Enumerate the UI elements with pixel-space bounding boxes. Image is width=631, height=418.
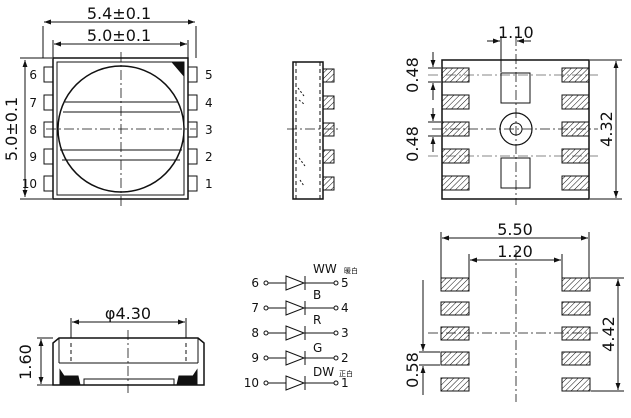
circuit-right-pin-1: 1 [341, 376, 349, 390]
circuit-left-pin-10: 10 [244, 376, 259, 390]
diode-channel-g [263, 350, 339, 366]
diode-channel-ww [263, 275, 339, 291]
footprint-view [419, 232, 624, 402]
circuit-right-pin-5: 5 [341, 276, 349, 290]
circuit-right-pin-3: 3 [341, 326, 349, 340]
pin-label-2: 2 [205, 150, 213, 164]
lens-diameter-label: φ4.30 [105, 304, 151, 323]
pin-label-8: 8 [29, 123, 37, 137]
circuit-right-pin-2: 2 [341, 351, 349, 365]
bottom-view [428, 36, 622, 205]
circuit-left-pin-7: 7 [251, 301, 259, 315]
top-body-outline [52, 57, 189, 200]
circuit-left-pin-8: 8 [251, 326, 259, 340]
top-view [20, 19, 198, 206]
pin-label-10: 10 [22, 177, 37, 191]
pad-pitch-bottom-label: 0.48 [403, 126, 422, 162]
footprint-height-label: 4.42 [599, 316, 618, 352]
footprint-pitch-label: 0.58 [403, 352, 422, 388]
circuit-left-pin-6: 6 [251, 276, 259, 290]
side-view [37, 318, 205, 393]
height-label: 5.0±0.1 [2, 97, 21, 161]
pin-label-5: 5 [205, 68, 213, 82]
circuit-left-pin-9: 9 [251, 351, 259, 365]
side-height-label: 1.60 [16, 344, 35, 380]
channel-note-dw: 正白 [339, 369, 353, 378]
diode-channel-b [263, 300, 339, 316]
channel-label-r: R [313, 313, 321, 327]
channel-label-ww: WW [313, 262, 337, 276]
pin-label-9: 9 [29, 150, 37, 164]
channel-note-ww: 暖白 [344, 266, 358, 275]
pin1-marker [170, 61, 185, 78]
pad-spacing-label: 1.10 [498, 23, 534, 42]
channel-label-g: G [313, 341, 322, 355]
pin-label-4: 4 [205, 96, 213, 110]
circuit-right-pin-4: 4 [341, 301, 349, 315]
channel-label-b: B [313, 288, 321, 302]
width-inner-label: 5.0±0.1 [87, 26, 151, 45]
pad-pitch-top-label: 0.48 [403, 57, 422, 93]
diode-channel-r [263, 325, 339, 341]
pin-label-1: 1 [205, 177, 213, 191]
footprint-width-label: 5.50 [497, 220, 533, 239]
pin-label-6: 6 [29, 68, 37, 82]
diode-channel-dw [263, 375, 339, 391]
body-height-label: 4.32 [597, 111, 616, 147]
pin-label-7: 7 [29, 96, 37, 110]
pin-label-3: 3 [205, 123, 213, 137]
width-outer-label: 5.4±0.1 [87, 4, 151, 23]
center-pad-label: 1.20 [497, 242, 533, 261]
channel-label-dw: DW [313, 365, 334, 379]
side-profile-view [287, 61, 340, 200]
circuit-diagram [263, 275, 339, 391]
